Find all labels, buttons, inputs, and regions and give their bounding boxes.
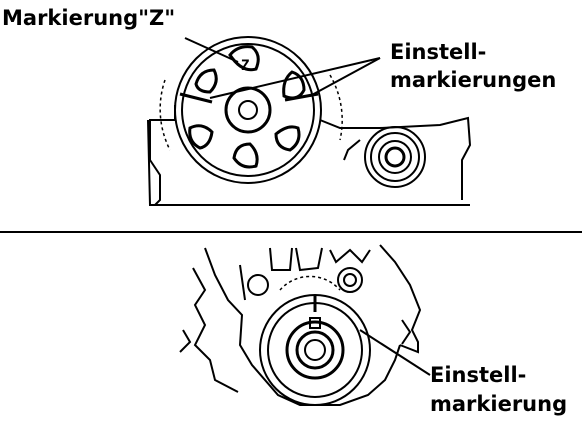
top-engine-housing [147, 105, 472, 206]
top-timing-label-line2: markierungen [390, 68, 557, 92]
camshaft-sprocket [159, 36, 343, 184]
sprocket-z-letter: Z [241, 58, 249, 74]
z-mark-label: Markierung"Z" [2, 6, 176, 30]
bottom-timing-label-line2: markierung [430, 392, 568, 416]
bottom-timing-label-line1: Einstell- [430, 363, 527, 387]
bottom-leader-line [359, 329, 431, 376]
idler-pulley [364, 126, 426, 188]
top-timing-label-line1: Einstell- [390, 40, 487, 64]
top-leader-lines [184, 37, 381, 99]
bottom-engine-block [179, 244, 422, 406]
crankshaft-sprocket [259, 294, 371, 406]
